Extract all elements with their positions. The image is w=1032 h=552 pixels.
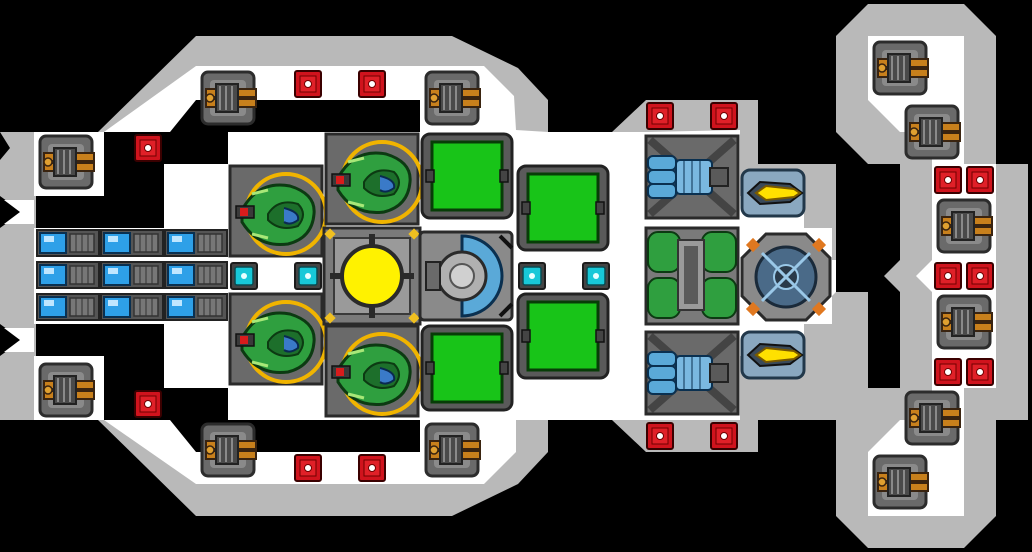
turret[interactable] xyxy=(38,362,96,418)
engine[interactable] xyxy=(228,292,328,386)
power-node[interactable] xyxy=(518,262,546,290)
turret[interactable] xyxy=(872,40,930,96)
battery-cell[interactable] xyxy=(100,229,164,257)
battery-cell[interactable] xyxy=(100,293,164,321)
power-node[interactable] xyxy=(230,262,258,290)
armor-block[interactable] xyxy=(710,102,738,130)
armor-block[interactable] xyxy=(934,166,962,194)
fuel-tank[interactable] xyxy=(516,292,610,380)
engine[interactable] xyxy=(324,132,424,226)
engine[interactable] xyxy=(228,164,328,258)
battery-cell[interactable] xyxy=(36,229,100,257)
turret[interactable] xyxy=(872,454,930,510)
armor-block[interactable] xyxy=(294,454,322,482)
thruster[interactable] xyxy=(646,332,738,414)
missile-pod[interactable] xyxy=(740,330,806,380)
turret[interactable] xyxy=(38,134,96,190)
armor-block[interactable] xyxy=(934,358,962,386)
battery-cell[interactable] xyxy=(164,293,228,321)
shield-generator[interactable] xyxy=(418,230,514,322)
turret[interactable] xyxy=(904,390,962,446)
gyro-module[interactable] xyxy=(740,228,832,324)
battery-bank[interactable] xyxy=(36,229,228,321)
armor-block[interactable] xyxy=(294,70,322,98)
armor-block[interactable] xyxy=(966,166,994,194)
capacitor-stack[interactable] xyxy=(644,226,740,326)
battery-cell[interactable] xyxy=(36,293,100,321)
armor-block[interactable] xyxy=(934,262,962,290)
turret[interactable] xyxy=(200,70,258,126)
power-node[interactable] xyxy=(582,262,610,290)
fuel-tank[interactable] xyxy=(516,164,610,252)
armor-block[interactable] xyxy=(134,390,162,418)
armor-block[interactable] xyxy=(646,102,674,130)
armor-block[interactable] xyxy=(966,358,994,386)
armor-block[interactable] xyxy=(358,70,386,98)
battery-cell[interactable] xyxy=(36,261,100,289)
turret[interactable] xyxy=(200,422,258,478)
battery-cell[interactable] xyxy=(164,261,228,289)
fuel-tank[interactable] xyxy=(420,324,514,412)
turret[interactable] xyxy=(936,198,994,254)
armor-block[interactable] xyxy=(710,422,738,450)
side-wing-hull xyxy=(836,4,1028,548)
battery-cell[interactable] xyxy=(100,261,164,289)
power-node[interactable] xyxy=(294,262,322,290)
armor-block[interactable] xyxy=(358,454,386,482)
thruster[interactable] xyxy=(646,136,738,218)
engine[interactable] xyxy=(324,324,424,418)
fuel-tank[interactable] xyxy=(420,132,514,220)
turret[interactable] xyxy=(424,422,482,478)
missile-pod[interactable] xyxy=(740,168,806,218)
turret[interactable] xyxy=(904,104,962,160)
armor-block[interactable] xyxy=(646,422,674,450)
armor-block[interactable] xyxy=(966,262,994,290)
turret[interactable] xyxy=(424,70,482,126)
reactor-core[interactable] xyxy=(322,226,422,326)
armor-block[interactable] xyxy=(134,134,162,162)
turret[interactable] xyxy=(936,294,994,350)
battery-cell[interactable] xyxy=(164,229,228,257)
